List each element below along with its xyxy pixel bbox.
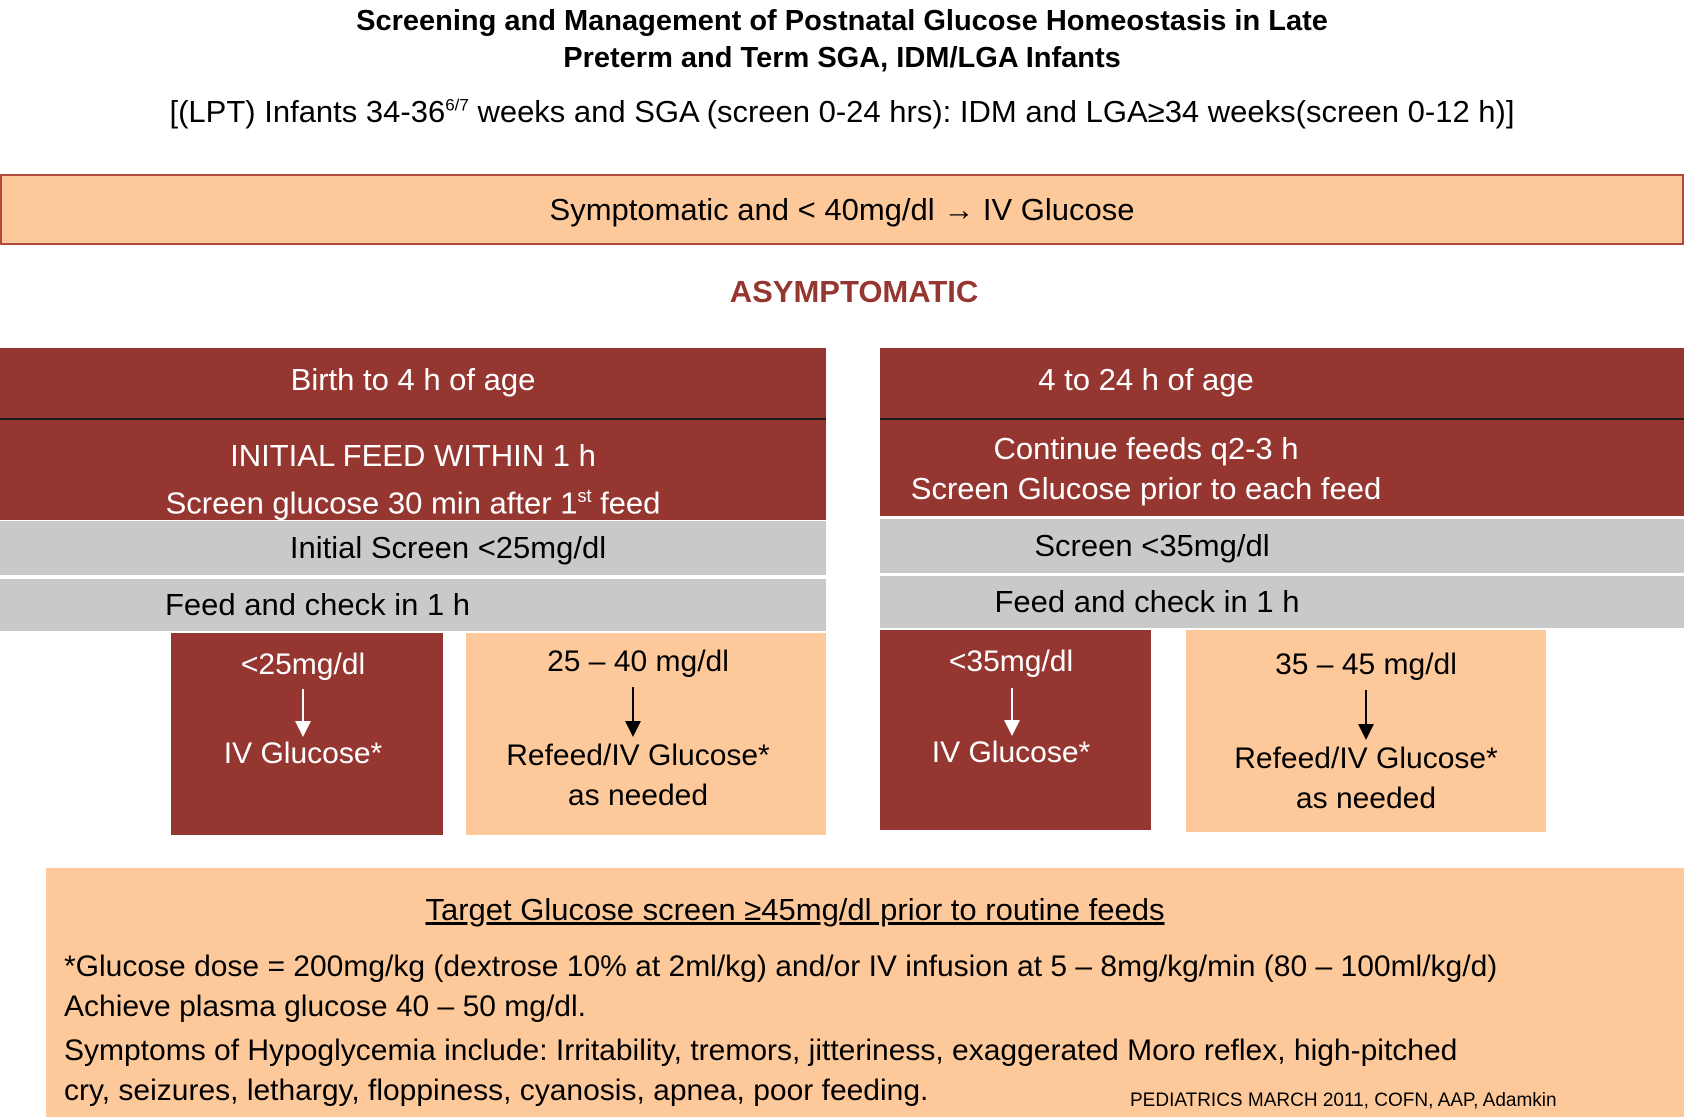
right-instruction-line-1: Continue feeds q2-3 h — [993, 431, 1299, 466]
right-low-box: <35mg/dl IV Glucose* — [880, 630, 1151, 830]
left-mid-range: 25 – 40 mg/dl — [547, 645, 729, 678]
left-mid-action-line-1: Refeed/IV Glucose* — [506, 739, 770, 772]
subtitle-post: weeks and SGA (screen 0-24 hrs): IDM and… — [468, 94, 1515, 129]
right-screen-box: Screen <35mg/dl — [880, 519, 1684, 573]
right-instruction-line-2: Screen Glucose prior to each feed — [910, 471, 1382, 506]
left-panel-divider — [0, 418, 826, 420]
right-panel-header-block: 4 to 24 h of age Continue feeds q2-3 h S… — [880, 348, 1684, 516]
title-line-2: Preterm and Term SGA, IDM/LGA Infants — [563, 42, 1121, 74]
symptoms-line-1: Symptoms of Hypoglycemia include: Irrita… — [64, 1034, 1458, 1067]
left-instruction-line-2-sup: st — [577, 486, 592, 506]
subtitle-sup: 6/7 — [445, 95, 469, 115]
left-panel-header-block: Birth to 4 h of age INITIAL FEED WITHIN … — [0, 348, 826, 520]
left-instruction-line-2: Screen glucose 30 min after 1st feed — [0, 476, 826, 523]
asymptomatic-heading: ASYMPTOMATIC — [729, 274, 979, 309]
symptoms-line-2: cry, seizures, lethargy, floppiness, cya… — [64, 1074, 929, 1107]
left-low-box: <25mg/dl IV Glucose* — [171, 633, 443, 835]
right-mid-action-line-2: as needed — [1295, 782, 1437, 815]
right-low-arrow-head — [1003, 720, 1020, 736]
right-feed-check-box: Feed and check in 1 h — [880, 576, 1684, 628]
subtitle: [(LPT) Infants 34-366/7 weeks and SGA (s… — [0, 94, 1684, 130]
target-glucose-text: Target Glucose screen ≥45mg/dl prior to … — [425, 892, 1165, 927]
right-low-arrow-shaft — [1010, 688, 1013, 722]
left-low-range: <25mg/dl — [240, 648, 366, 681]
left-mid-arrow-head — [625, 721, 641, 737]
left-mid-box: 25 – 40 mg/dl Refeed/IV Glucose* as need… — [466, 633, 826, 835]
right-mid-action-line-1: Refeed/IV Glucose* — [1234, 742, 1498, 775]
left-mid-arrow-shaft — [632, 687, 634, 723]
left-feed-check-box: Feed and check in 1 h — [0, 579, 826, 631]
right-low-range: <35mg/dl — [948, 645, 1074, 678]
left-low-action: IV Glucose* — [223, 737, 383, 770]
left-instruction-line-1: INITIAL FEED WITHIN 1 h — [230, 438, 596, 473]
symptomatic-box: Symptomatic and < 40mg/dl → IV Glucose — [0, 174, 1684, 245]
right-panel-header: 4 to 24 h of age — [1038, 362, 1254, 397]
footer-box: Target Glucose screen ≥45mg/dl prior to … — [46, 868, 1684, 1117]
left-instruction-line-2-pre: Screen glucose 30 min after 1 — [165, 485, 578, 521]
left-panel-header: Birth to 4 h of age — [290, 362, 536, 397]
right-mid-arrow-shaft — [1365, 690, 1367, 726]
title-line-1: Screening and Management of Postnatal Gl… — [356, 5, 1328, 37]
glucose-dose-line-2: Achieve plasma glucose 40 – 50 mg/dl. — [64, 990, 586, 1023]
right-mid-arrow-head — [1358, 724, 1374, 740]
glucose-dose-line-1: *Glucose dose = 200mg/kg (dextrose 10% a… — [64, 950, 1498, 983]
right-low-action: IV Glucose* — [931, 736, 1091, 769]
left-low-arrow-head — [295, 721, 311, 737]
right-panel-divider — [880, 418, 1684, 420]
left-screen-box: Initial Screen <25mg/dl — [0, 521, 826, 575]
subtitle-pre: [(LPT) Infants 34-36 — [169, 94, 446, 129]
left-instruction-line-2-post: feed — [591, 485, 661, 521]
citation: PEDIATRICS MARCH 2011, COFN, AAP, Adamki… — [1130, 1090, 1557, 1111]
left-low-arrow-shaft — [302, 689, 304, 723]
left-mid-action-line-2: as needed — [567, 779, 709, 812]
right-mid-box: 35 – 45 mg/dl Refeed/IV Glucose* as need… — [1186, 630, 1546, 832]
right-mid-range: 35 – 45 mg/dl — [1275, 648, 1457, 681]
